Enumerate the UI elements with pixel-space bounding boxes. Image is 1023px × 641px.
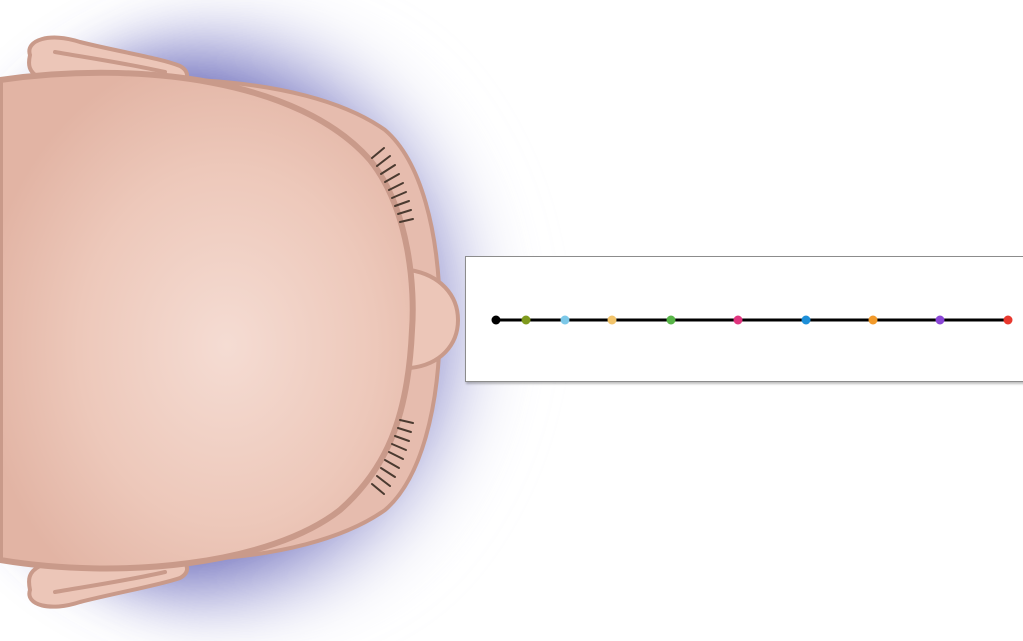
point-1 <box>492 316 501 325</box>
point-9 <box>936 316 945 325</box>
measurement-line-svg <box>466 257 1023 383</box>
point-2 <box>522 316 531 325</box>
point-8 <box>869 316 878 325</box>
skull <box>0 73 413 569</box>
point-5 <box>667 316 676 325</box>
point-3 <box>561 316 570 325</box>
point-10 <box>1004 316 1013 325</box>
point-4 <box>608 316 617 325</box>
point-6 <box>734 316 743 325</box>
measurement-panel <box>465 256 1023 382</box>
point-7 <box>802 316 811 325</box>
